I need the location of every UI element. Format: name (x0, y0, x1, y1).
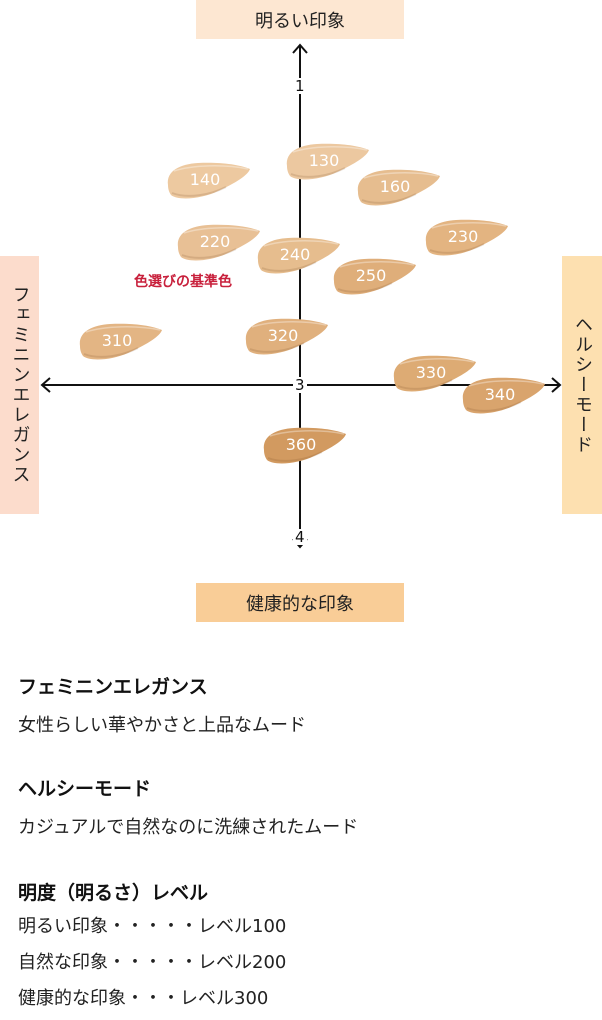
shade-swatch-230: 230 (422, 216, 510, 258)
shade-code-label: 220 (199, 232, 231, 251)
brightness-title: 明度（明るさ）レベル (18, 882, 209, 904)
shade-code-label: 130 (308, 151, 340, 170)
swatch-smear-310 (79, 323, 162, 360)
feminine-desc: 女性らしい華やかさと上品なムード (18, 715, 306, 736)
shade-code-label: 230 (447, 227, 479, 246)
shade-code-label: 320 (267, 326, 299, 345)
swatch-smear-230 (425, 219, 508, 256)
swatch-smear-340 (462, 377, 545, 414)
shade-code-label: 330 (415, 363, 447, 382)
feminine-title: フェミニンエレガンス (18, 676, 208, 698)
shade-map-diagram: 明るい印象 健康的な印象 フェミニンエレガンス ヘルシーモード 1 3 4 13… (0, 0, 602, 622)
tick-1: 1 (293, 77, 307, 95)
swatch-smear-220 (177, 224, 260, 261)
swatch-smear-320 (245, 318, 328, 355)
shade-swatch-360: 360 (260, 424, 348, 466)
right-axis-label: ヘルシーモード (562, 256, 602, 514)
shade-code-label: 250 (355, 266, 387, 285)
brightness-level-300: 健康的な印象・・・レベル300 (18, 988, 269, 1009)
top-axis-label: 明るい印象 (196, 0, 404, 39)
swatch-smear-360 (263, 427, 346, 464)
shade-code-label: 310 (101, 331, 133, 350)
arrow-right-icon (551, 377, 562, 393)
shade-code-label: 360 (285, 435, 317, 454)
healthy-desc: カジュアルで自然なのに洗練されたムード (18, 817, 359, 838)
shade-swatch-140: 140 (164, 159, 252, 201)
healthy-title: ヘルシーモード (18, 778, 152, 800)
shade-swatch-130: 130 (283, 140, 371, 182)
swatch-smear-160 (357, 169, 440, 206)
shade-swatch-220: 220 (174, 221, 262, 263)
shade-code-label: 240 (279, 245, 311, 264)
arrow-up-icon (292, 43, 308, 54)
shade-swatch-320: 320 (242, 315, 330, 357)
shade-swatch-310: 310 (76, 320, 164, 362)
swatch-smear-250 (333, 258, 416, 295)
legend-brightness: 明度（明るさ）レベル 明るい印象・・・・・レベル100 自然な印象・・・・・レベ… (18, 878, 286, 1017)
brightness-level-200: 自然な印象・・・・・レベル200 (18, 952, 287, 973)
legend-healthy: ヘルシーモード カジュアルで自然なのに洗練されたムード (18, 774, 358, 839)
shade-code-label: 340 (484, 385, 516, 404)
swatch-smear-130 (286, 143, 369, 180)
swatch-smear-330 (393, 355, 476, 392)
swatch-smear-240 (257, 237, 340, 274)
base-color-note: 色選びの基準色 (134, 274, 232, 290)
shade-code-label: 160 (379, 177, 411, 196)
swatch-smear-140 (167, 162, 250, 199)
tick-3: 3 (293, 376, 307, 394)
shade-swatch-240: 240 (254, 234, 342, 276)
shade-swatch-340: 340 (459, 374, 547, 416)
bottom-axis-label: 健康的な印象 (196, 583, 404, 622)
shade-code-label: 140 (189, 170, 221, 189)
legend-feminine: フェミニンエレガンス 女性らしい華やかさと上品なムード (18, 672, 306, 737)
arrow-left-icon (40, 377, 51, 393)
brightness-level-100: 明るい印象・・・・・レベル100 (18, 916, 287, 937)
shade-swatch-250: 250 (330, 255, 418, 297)
shade-swatch-160: 160 (354, 166, 442, 208)
shade-swatch-330: 330 (390, 352, 478, 394)
left-axis-label: フェミニンエレガンス (0, 256, 39, 514)
tick-4: 4 (293, 528, 307, 546)
